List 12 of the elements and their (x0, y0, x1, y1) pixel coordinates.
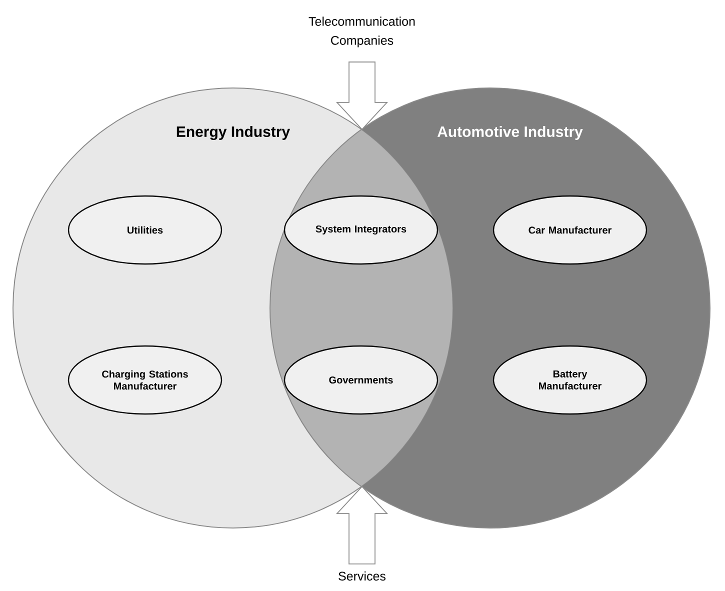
ellipse-box: Battery Manufacturer (492, 345, 648, 415)
label-text: Services (338, 571, 386, 581)
ellipse-box: Governments (284, 345, 438, 415)
ellipse-box: System Integrators (284, 195, 438, 265)
ellipse-box: Car Manufacturer (492, 195, 648, 265)
ellipse-box: Charging Stations Manufacturer (68, 345, 222, 415)
block-arrow (336, 486, 388, 564)
circle-heading: Automotive Industry (437, 126, 583, 140)
circle-heading: Energy Industry (176, 126, 290, 140)
label-text: Telecommunication Companies (308, 16, 415, 48)
block-arrow (336, 62, 388, 130)
ellipse-box: Utilities (68, 195, 222, 265)
